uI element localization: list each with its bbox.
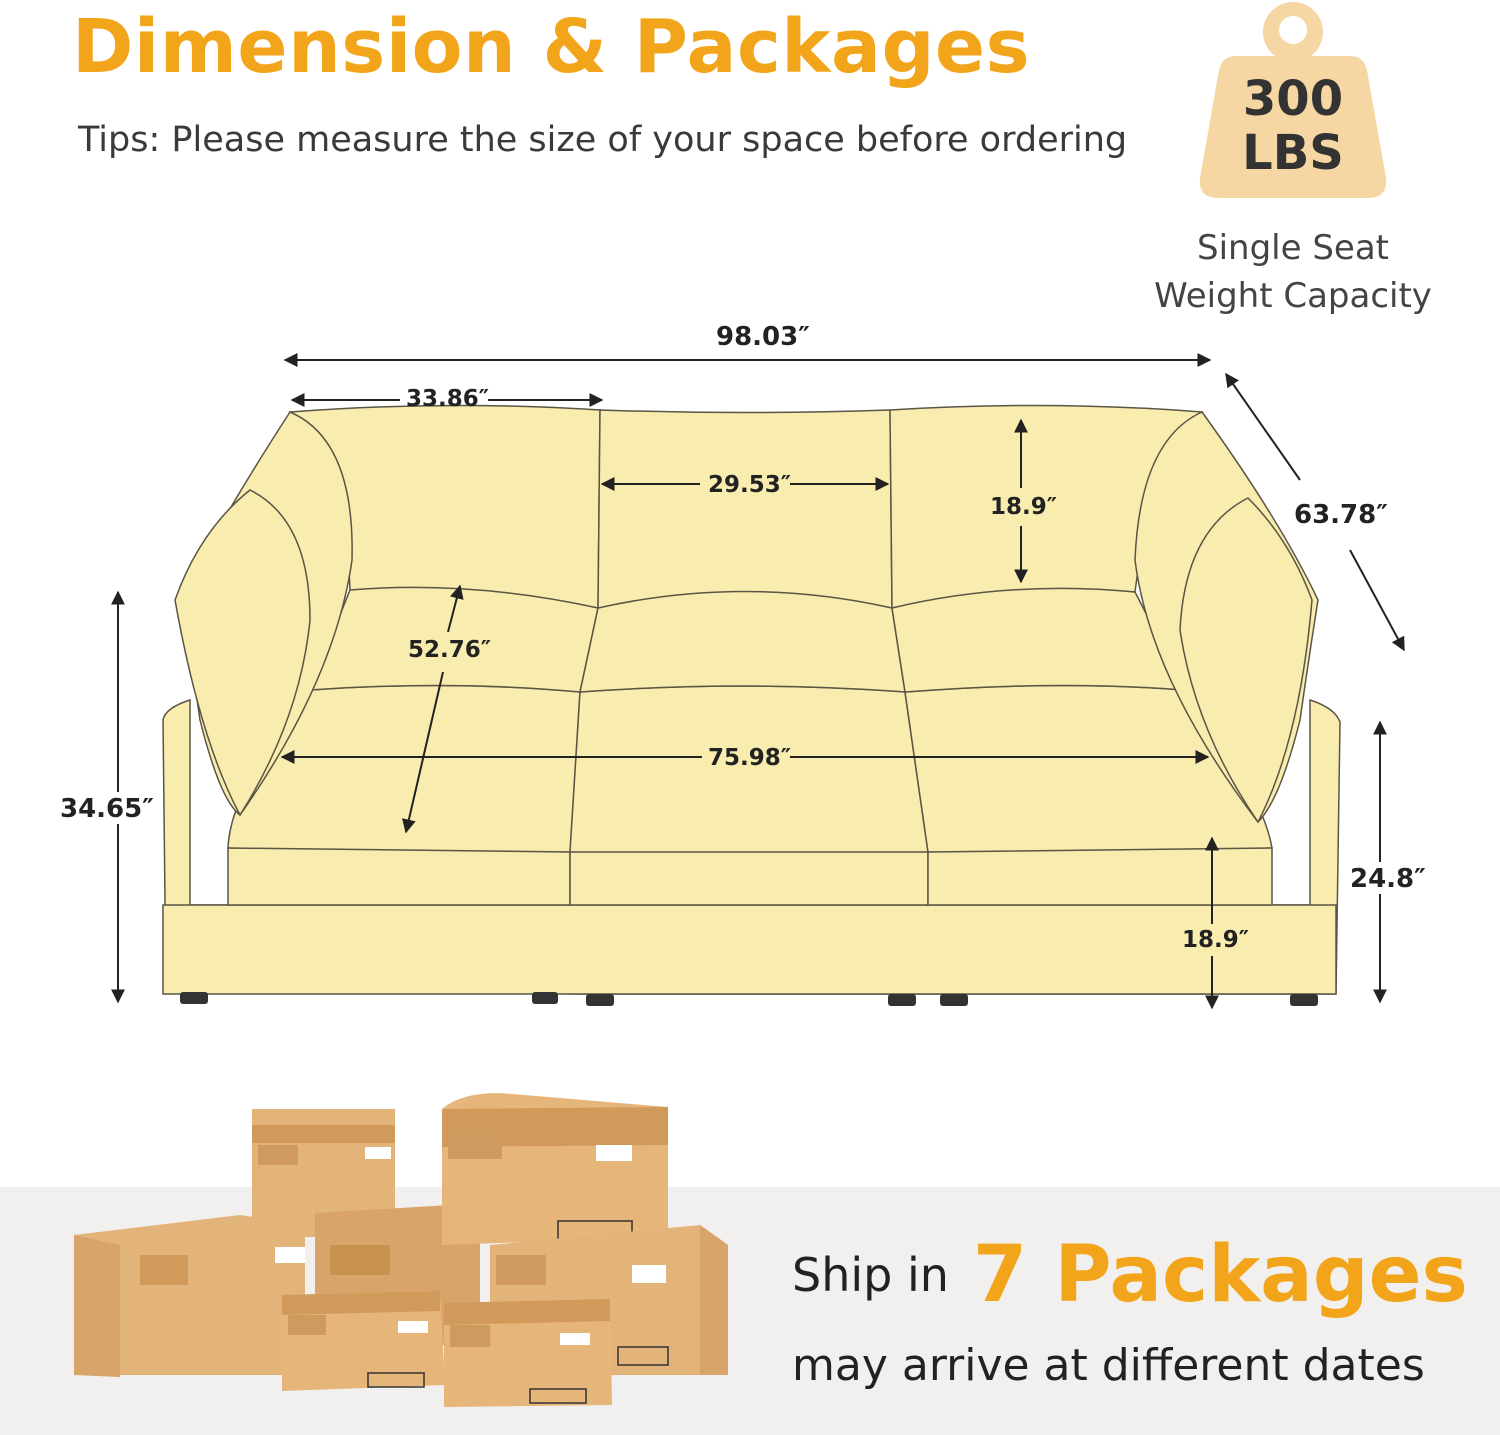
shipping-package-count: 7 Packages: [972, 1230, 1468, 1320]
page-title: Dimension & Packages: [72, 4, 1031, 90]
shipping-headline: Ship in 7 Packages: [792, 1230, 1468, 1320]
weight-unit: LBS: [1242, 125, 1344, 181]
weight-caption-line2: Weight Capacity: [1154, 276, 1432, 316]
seat-module-width-label: 33.86″: [406, 386, 490, 412]
overall-height-label: 34.65″: [60, 794, 154, 824]
overall-width-label: 98.03″: [716, 322, 810, 352]
weight-caption: Single Seat Weight Capacity: [1130, 224, 1456, 320]
weight-number: 300: [1242, 71, 1344, 127]
sofa-illustration: [111, 353, 1405, 1010]
overall-depth-label: 63.78″: [1294, 500, 1388, 530]
seat-height-label: 18.9″: [1182, 927, 1250, 953]
weight-icon: [1199, 2, 1387, 198]
tips-text: Tips: Please measure the size of your sp…: [78, 120, 1128, 160]
seat-depth-label: 52.76″: [408, 637, 492, 663]
backrest-height-label: 18.9″: [990, 494, 1058, 520]
middle-seat-width-label: 29.53″: [708, 472, 792, 498]
package-boxes-illustration: [74, 1093, 728, 1407]
shipping-note: may arrive at different dates: [792, 1340, 1425, 1391]
weight-caption-line1: Single Seat: [1197, 228, 1389, 268]
armrest-height-label: 24.8″: [1350, 864, 1426, 894]
seating-width-label: 75.98″: [708, 745, 792, 771]
shipping-prefix: Ship in: [792, 1248, 949, 1302]
weight-value: 300 LBS: [1196, 72, 1390, 180]
